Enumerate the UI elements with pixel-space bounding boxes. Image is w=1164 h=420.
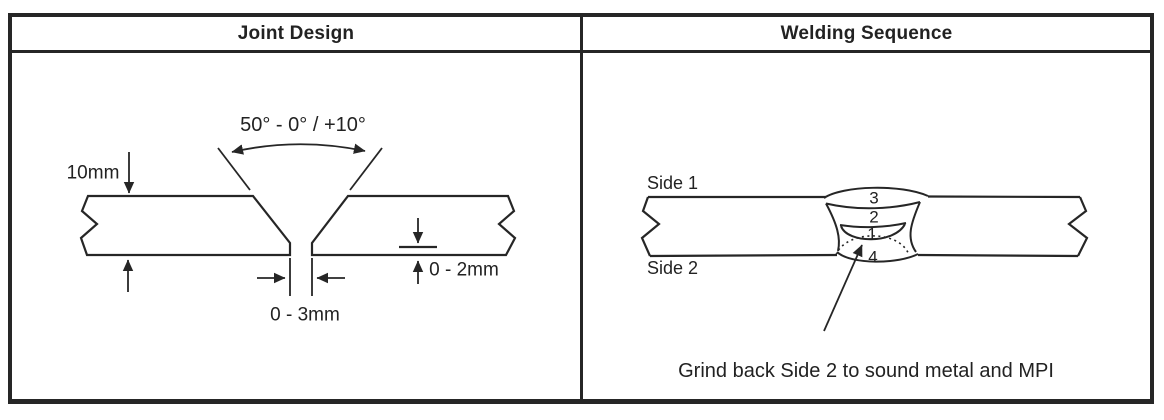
- joint-design-header-label: Joint Design: [237, 22, 355, 44]
- weld-right-wall: [909, 201, 921, 253]
- left-plate-outline: [79, 194, 292, 257]
- root-face-label: 0 - 2mm: [429, 259, 499, 281]
- bevel-extension-left: [217, 147, 251, 191]
- welding-sequence-header: Welding Sequence: [583, 17, 1150, 50]
- table-header-row: Joint Design Welding Sequence: [12, 17, 1150, 53]
- side-2-label: Side 2: [647, 258, 699, 278]
- weld-pass-label-4: 4: [868, 247, 878, 267]
- column-divider: [580, 17, 583, 50]
- grind-note-pointer: [823, 244, 863, 332]
- angle-dimension-arc: [231, 143, 366, 155]
- grind-arrow: [823, 244, 863, 332]
- plate-bottom-line-right: [917, 253, 1079, 258]
- joint-dimensions: [122, 143, 437, 296]
- sequence-plate: [640, 195, 1089, 258]
- plate-break-left: [640, 196, 661, 257]
- table-body-row: [12, 53, 1150, 399]
- plate-break-right: [1067, 196, 1089, 257]
- side-1-label: Side 1: [647, 173, 699, 193]
- weld-bead: [823, 186, 929, 263]
- welding-sequence-header-label: Welding Sequence: [780, 22, 953, 44]
- plate-bottom-line-left: [649, 253, 838, 258]
- bevel-extension-right: [349, 147, 383, 191]
- grind-back-note: Grind back Side 2 to sound metal and MPI: [678, 360, 1054, 382]
- root-gap-label: 0 - 3mm: [270, 304, 340, 326]
- weld-pass3-bottom: [825, 201, 921, 210]
- grind-region-dotted-arc: [835, 235, 910, 256]
- right-plate-outline: [310, 194, 517, 257]
- weld-pass1-bottom: [840, 223, 906, 241]
- plate-thickness-label: 10mm: [66, 162, 120, 184]
- joint-design-header: Joint Design: [12, 17, 580, 50]
- weld-pass2-bottom: [839, 222, 907, 229]
- weld-pass-label-3: 3: [869, 188, 879, 208]
- groove-angle-label: 50° - 0° / +10°: [240, 114, 366, 136]
- weld-pass-label-1: 1: [867, 224, 877, 244]
- weld-cap-pass3: [823, 186, 929, 199]
- spec-table: Joint Design Welding Sequence: [8, 13, 1154, 404]
- plate-top-line-right: [927, 195, 1081, 199]
- weld-pass-label-2: 2: [869, 207, 879, 227]
- weld-left-wall: [825, 203, 840, 252]
- weld-cap-pass4: [836, 251, 919, 263]
- column-divider: [580, 53, 583, 399]
- joint-plates: [79, 194, 517, 257]
